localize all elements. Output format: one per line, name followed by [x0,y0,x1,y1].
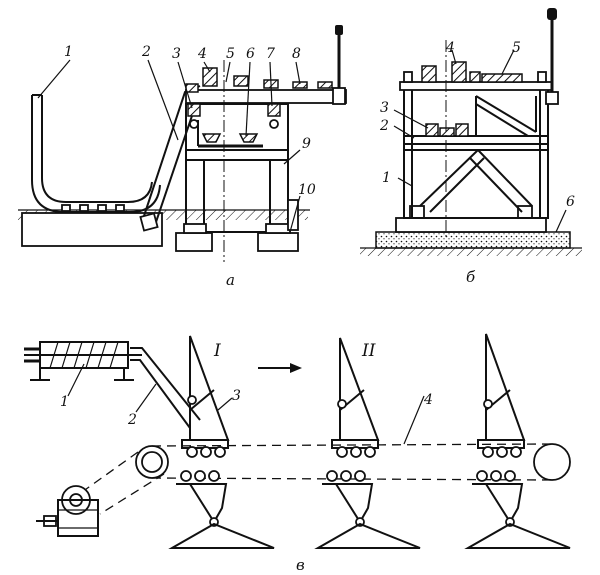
leaders-a [37,59,301,233]
callout-b-5: 5 [512,40,521,56]
callout-b-1: 1 [382,170,391,186]
callout-c-2: 2 [127,412,137,428]
rail-base-right [257,232,299,252]
cross-bracing [419,95,537,213]
callout-b-3: 3 [380,100,389,116]
callout-c-1: 1 [60,394,69,410]
return-cart-3 [464,470,571,549]
top-platform-b [399,81,553,91]
bunker-trough [31,95,161,213]
top-moulds-b [403,61,547,83]
leaders-b [393,49,567,233]
callout-b-2: 2 [379,118,389,134]
bunker-teeth [61,204,125,212]
top-moulds [185,67,333,93]
foundation-slab [375,231,571,249]
callouts-a: 1 2 3 4 5 6 7 8 9 10 [64,44,316,198]
callouts-b: 1 2 3 4 5 6 [379,40,575,210]
panel-a: 1 2 3 4 5 6 7 8 9 10 а [18,25,347,289]
callout-a-4: 4 [197,46,207,62]
screw-conveyor [24,341,142,381]
mould-cart-2 [331,337,380,458]
callout-c-3: 3 [232,388,241,404]
callout-c-4: 4 [423,392,433,408]
ground-hatch-a [18,210,308,220]
top-beam [185,89,347,104]
return-cart-1 [168,470,275,549]
callout-a-8: 8 [292,46,301,62]
callout-b-6: 6 [566,194,575,210]
panel-b: 1 2 3 4 5 6 б [360,8,582,286]
callout-a-5: 5 [226,46,235,62]
drive-motor [36,485,99,537]
callout-a-3: 3 [172,46,181,62]
panel-c-sublabel: в [296,556,305,574]
block-3 [187,103,201,117]
callout-a-1: 1 [64,44,73,60]
callouts-c: 1 2 3 4 [60,388,433,428]
callout-a-9: 9 [302,136,311,152]
rail-base-left [175,232,213,252]
block-7 [267,103,281,117]
panel-b-sublabel: б [466,268,476,286]
position-label-II: II [361,341,376,361]
mould-cart-3 [477,333,526,458]
return-cart-2 [314,470,421,549]
inner-moulds [200,133,263,148]
position-label-I: I [213,341,221,361]
feed-chute [130,347,201,421]
callout-a-10: 10 [298,182,316,198]
direction-arrow [258,363,302,373]
callout-a-7: 7 [266,46,275,62]
callout-b-4: 4 [445,40,455,56]
panel-c: I II 1 2 3 4 в [24,333,571,574]
callout-a-2: 2 [141,44,151,60]
mould-cart-1 [181,335,230,458]
leaders-c [67,363,425,445]
panel-a-sublabel: а [226,271,235,289]
callout-a-6: 6 [246,46,255,62]
middle-moulds-b [425,123,469,137]
